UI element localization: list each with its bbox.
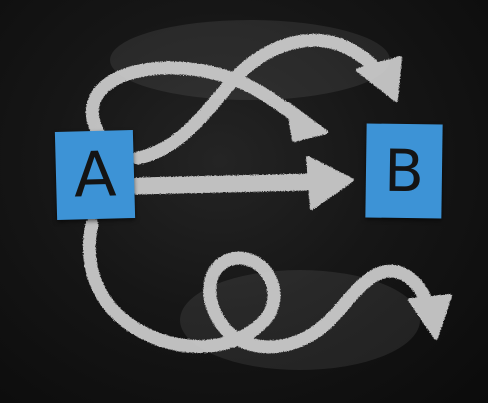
sticky-note-b: B — [365, 123, 443, 219]
note-a-label: A — [72, 137, 118, 212]
crossing-arrow-icon — [131, 33, 402, 165]
squiggle-arrow-icon — [82, 217, 452, 354]
note-b-label: B — [383, 136, 425, 206]
straight-arrow-icon — [127, 156, 354, 210]
sticky-note-a: A — [54, 129, 136, 221]
loop-arrow-icon — [85, 61, 328, 142]
